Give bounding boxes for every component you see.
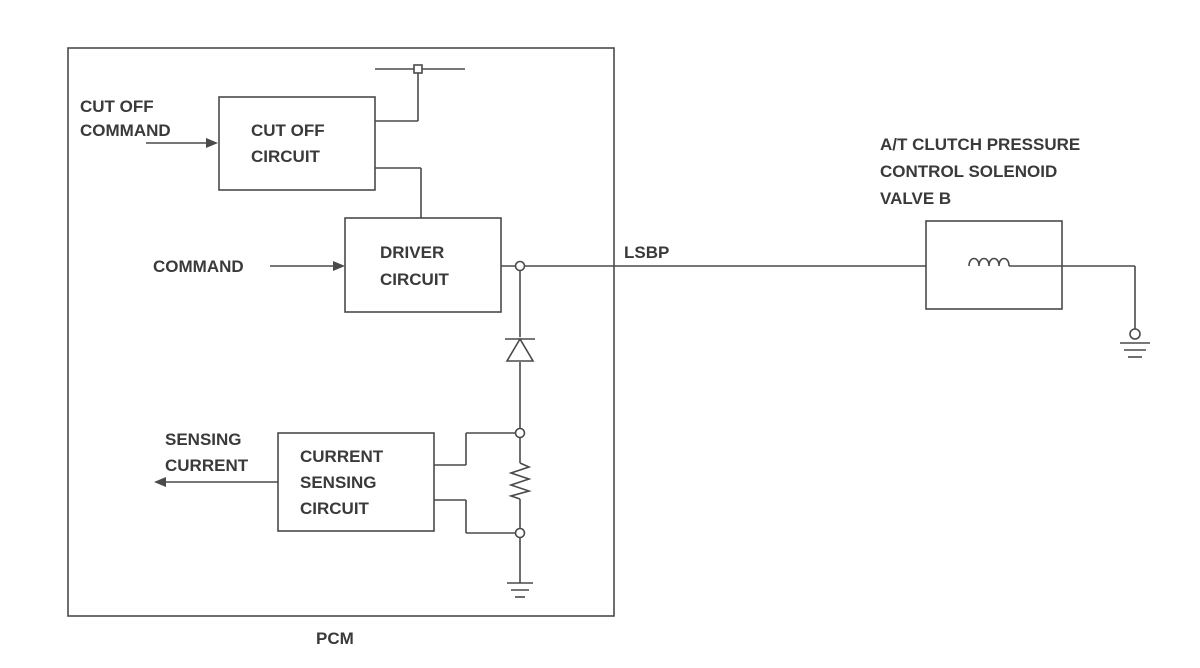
current-sensing-label-line3: CIRCUIT — [300, 499, 370, 518]
solenoid-label-line2: CONTROL SOLENOID — [880, 162, 1057, 181]
current-sensing-circuit-box — [277, 432, 435, 532]
driver-circuit-label-line2: CIRCUIT — [380, 270, 450, 289]
supply-node — [375, 64, 465, 122]
command-label: COMMAND — [153, 257, 244, 276]
solenoid-label-line3: VALVE B — [880, 189, 951, 208]
cut-off-circuit-label-line2: CIRCUIT — [251, 147, 321, 166]
junction-dot — [514, 427, 526, 439]
junction-dot — [514, 260, 526, 272]
driver-circuit-box — [344, 217, 502, 313]
sensing-current-label-line1: SENSING — [165, 430, 242, 449]
solenoid-valve-box — [925, 220, 1063, 310]
solenoid-ground-wire — [1009, 265, 1136, 329]
cut-off-command-label-line2: COMMAND — [80, 121, 171, 140]
current-sensing-label-line2: SENSING — [300, 473, 377, 492]
current-sensing-label-line1: CURRENT — [300, 447, 384, 466]
cut-off-circuit-box — [218, 96, 376, 191]
pcm-ground-icon — [507, 582, 533, 598]
solenoid-coil-icon — [968, 257, 1010, 267]
pcm-label: PCM — [316, 629, 354, 648]
solenoid-ground-icon — [1120, 328, 1150, 358]
cut-off-circuit-label-line1: CUT OFF — [251, 121, 325, 140]
command-arrow — [270, 261, 345, 271]
sensing-current-arrow — [154, 477, 278, 487]
shunt-wires — [434, 432, 521, 583]
resistor-icon — [508, 462, 532, 500]
lsbp-label: LSBP — [624, 243, 669, 262]
driver-circuit-label-line1: DRIVER — [380, 243, 444, 262]
sensing-current-label-line2: CURRENT — [165, 456, 249, 475]
diode-icon — [505, 337, 535, 362]
cut-off-command-arrow — [146, 138, 218, 148]
junction-dot — [514, 527, 526, 539]
cut-off-to-driver-wire — [375, 167, 422, 218]
solenoid-label-line1: A/T CLUTCH PRESSURE — [880, 135, 1080, 154]
cut-off-command-label-line1: CUT OFF — [80, 97, 154, 116]
